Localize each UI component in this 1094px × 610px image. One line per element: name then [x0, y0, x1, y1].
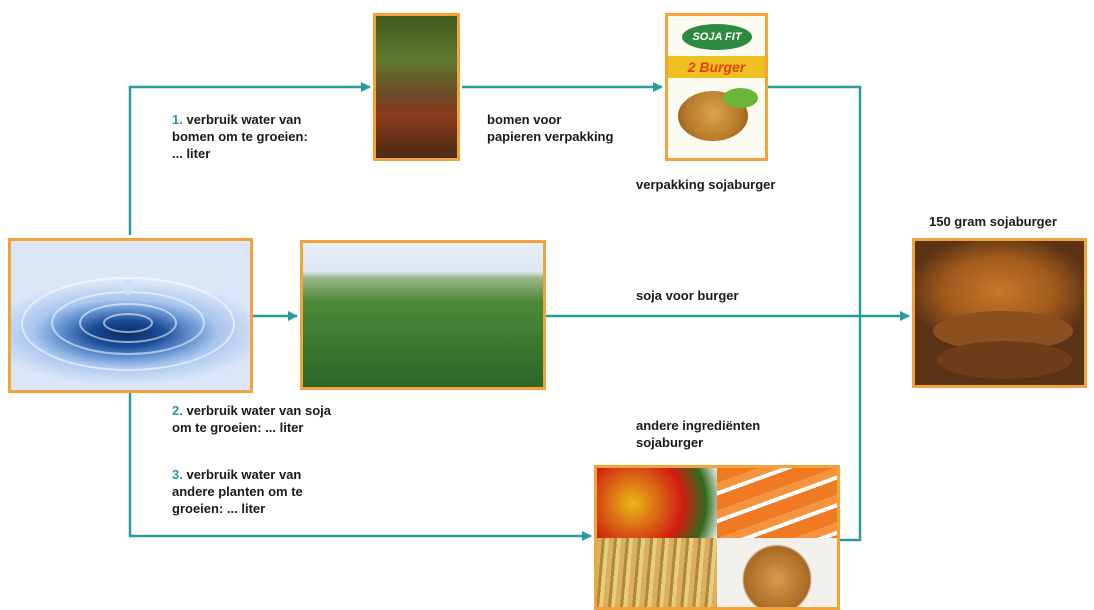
other-ingredients-label: andere ingrediënten sojaburger [636, 418, 761, 450]
line-package-to-merge [768, 85, 862, 316]
soja-label: soja voor burger [636, 288, 739, 303]
package-image: SOJA FIT 2 Burger [665, 13, 768, 161]
water-drop-image [8, 238, 253, 393]
burger-title: 150 gram sojaburger [929, 214, 1057, 229]
step2-label: 2. verbruik water van soja om te groeien… [172, 403, 331, 435]
package-product: 2 Burger [668, 56, 765, 78]
forest-image [373, 13, 460, 161]
ingredients-image [594, 465, 840, 610]
package-brand: SOJA FIT [682, 24, 752, 50]
arrow-water-to-ingredients [128, 393, 592, 541]
trees-label: bomen voor papieren verpakking [487, 112, 614, 144]
step3-label: 3. verbruik water van andere planten om … [172, 467, 303, 516]
arrow-water-to-trees [128, 82, 371, 235]
line-ingredients-to-merge [840, 316, 862, 542]
packaging-label: verpakking sojaburger [636, 177, 776, 192]
soy-burger-image [912, 238, 1087, 388]
soy-field-image [300, 240, 546, 390]
step1-label: 1. verbruik water van bomen om te groeie… [172, 112, 308, 161]
